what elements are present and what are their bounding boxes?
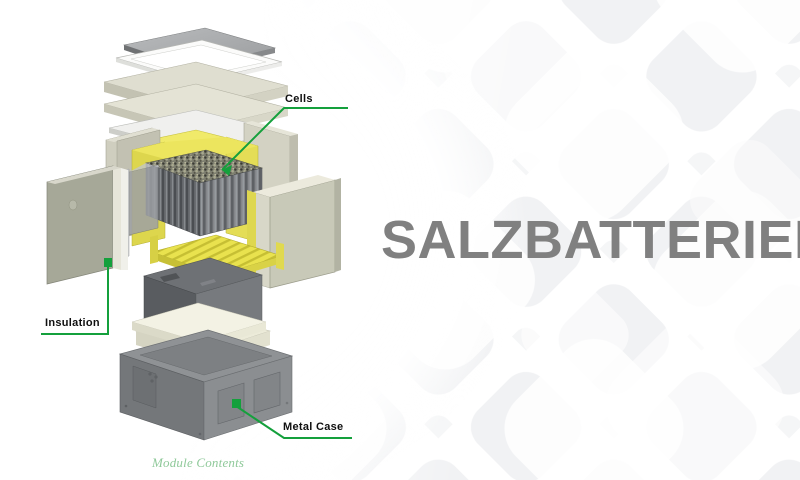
diagram-caption: Module Contents bbox=[152, 455, 245, 470]
callout-label-insulation: Insulation bbox=[45, 317, 100, 329]
callout-label-metal-case: Metal Case bbox=[283, 421, 344, 433]
callout-label-cells: Cells bbox=[285, 93, 313, 105]
part-cell-stack bbox=[128, 149, 264, 237]
page-title: SALZBATTERIEN bbox=[381, 210, 800, 270]
part-front-right-insulation bbox=[247, 175, 341, 289]
part-front-left-insulation bbox=[46, 165, 130, 285]
